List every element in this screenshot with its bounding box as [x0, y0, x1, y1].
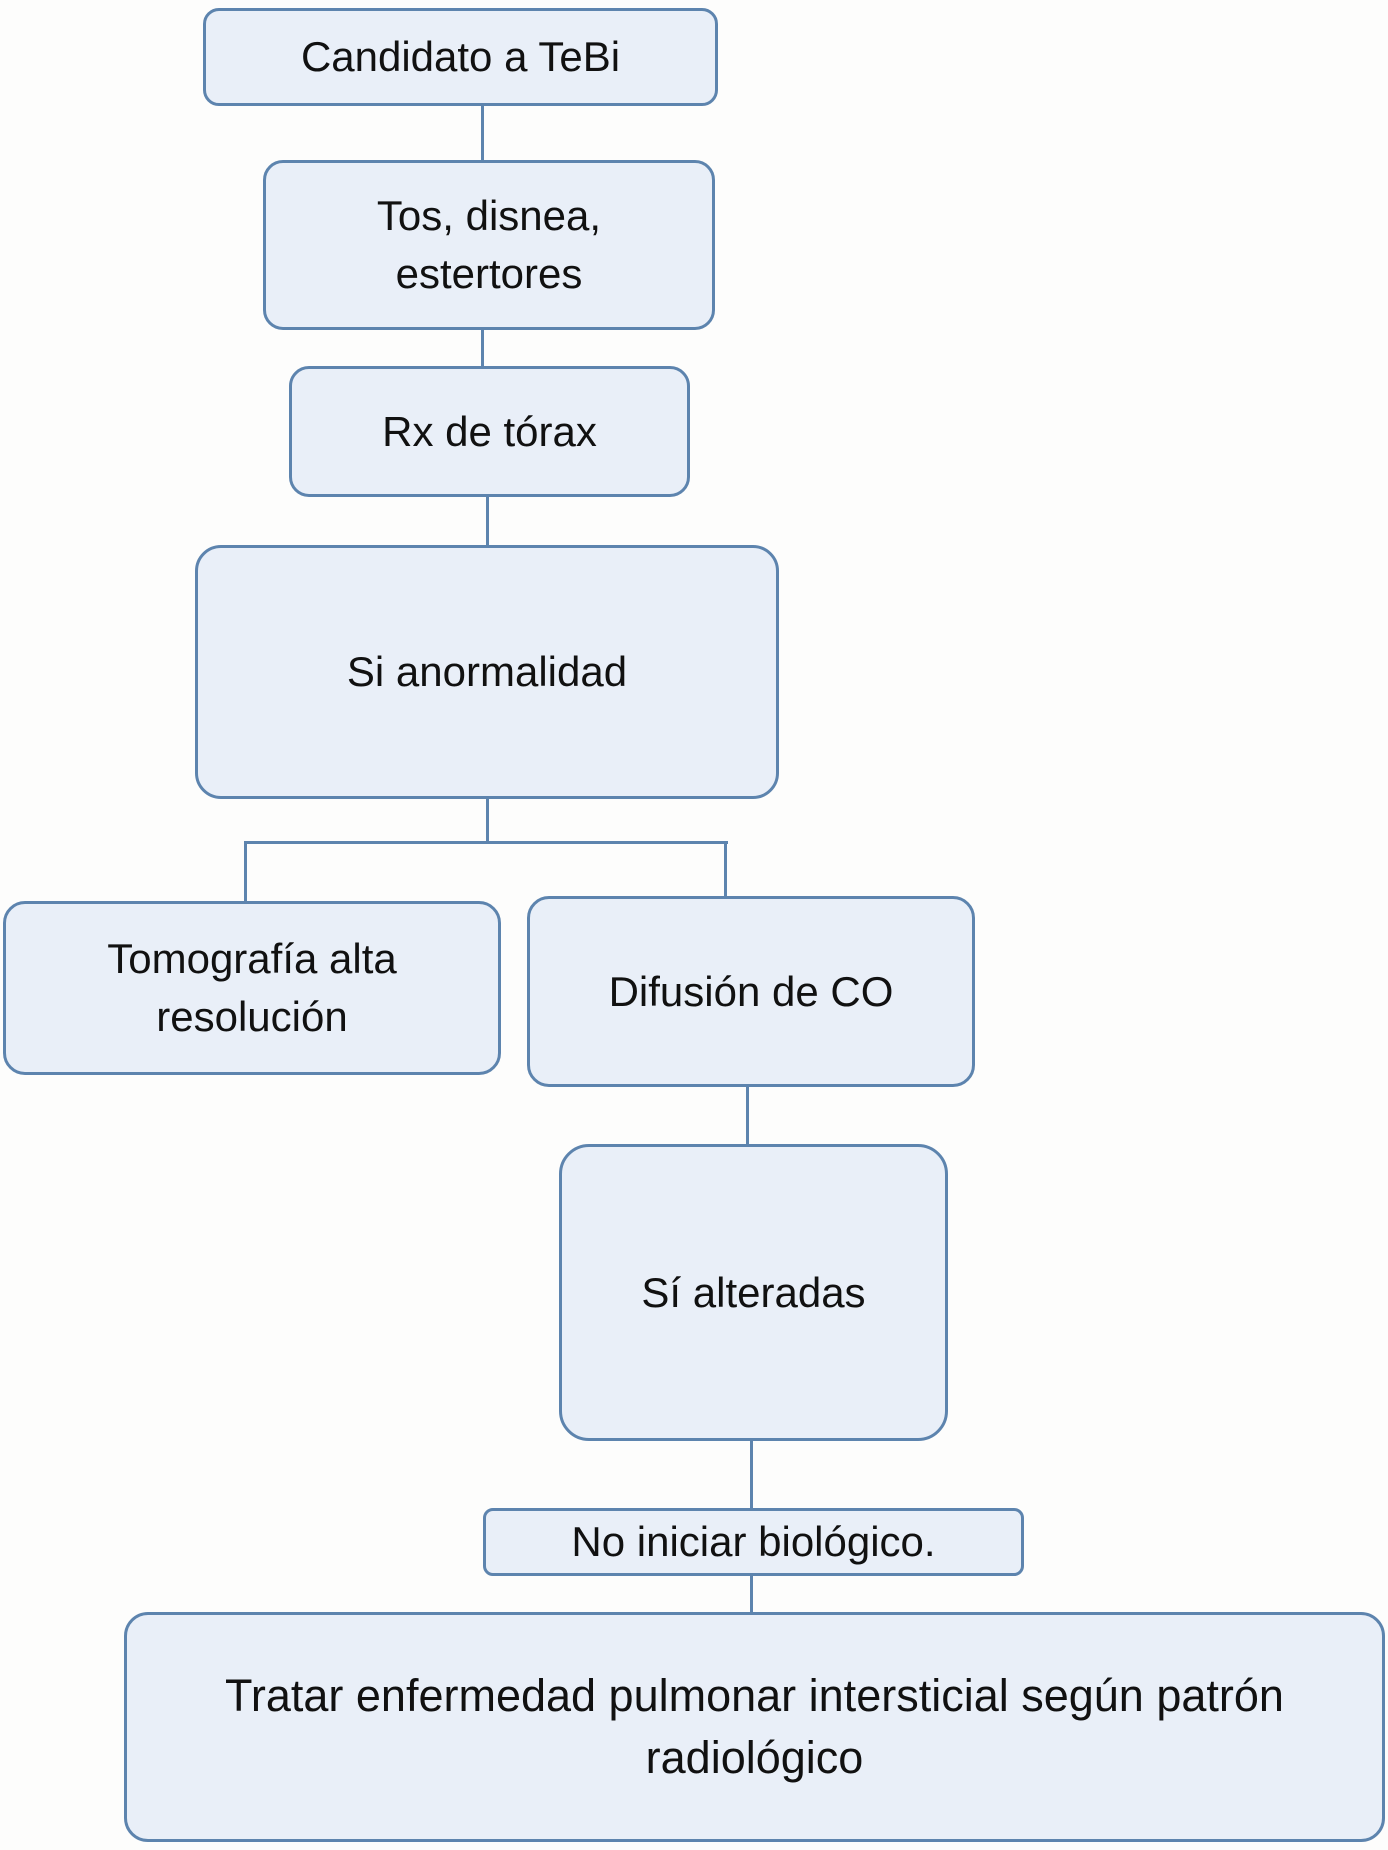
connector-noiniciar-to-tratar [750, 1574, 753, 1615]
node-tos-disnea-estertores: Tos, disnea, estertores [263, 160, 715, 330]
node-difusion-de-co: Difusión de CO [527, 896, 975, 1087]
connector-difusion-to-alteradas [746, 1085, 749, 1147]
node-si-anormalidad: Si anormalidad [195, 545, 779, 799]
node-candidato-tebi: Candidato a TeBi [203, 8, 718, 106]
connector-rx-to-anormalidad [486, 495, 489, 548]
node-tomografia-alta-resolucion: Tomografía alta resolución [3, 901, 501, 1075]
node-rx-de-torax: Rx de tórax [289, 366, 690, 497]
connector-anormalidad-stem [486, 797, 489, 844]
node-tratar-enfermedad: Tratar enfermedad pulmonar intersticial … [124, 1612, 1385, 1842]
connector-candidato-to-tos [481, 104, 484, 164]
connector-branch-to-tomografia [244, 841, 247, 904]
connector-alteradas-to-noiniciar [750, 1439, 753, 1511]
node-no-iniciar-biologico: No iniciar biológico. [483, 1508, 1024, 1576]
connector-branch-bar [244, 841, 728, 844]
connector-tos-to-rx [481, 328, 484, 370]
connector-branch-to-difusion [724, 841, 727, 899]
node-si-alteradas: Sí alteradas [559, 1144, 948, 1441]
